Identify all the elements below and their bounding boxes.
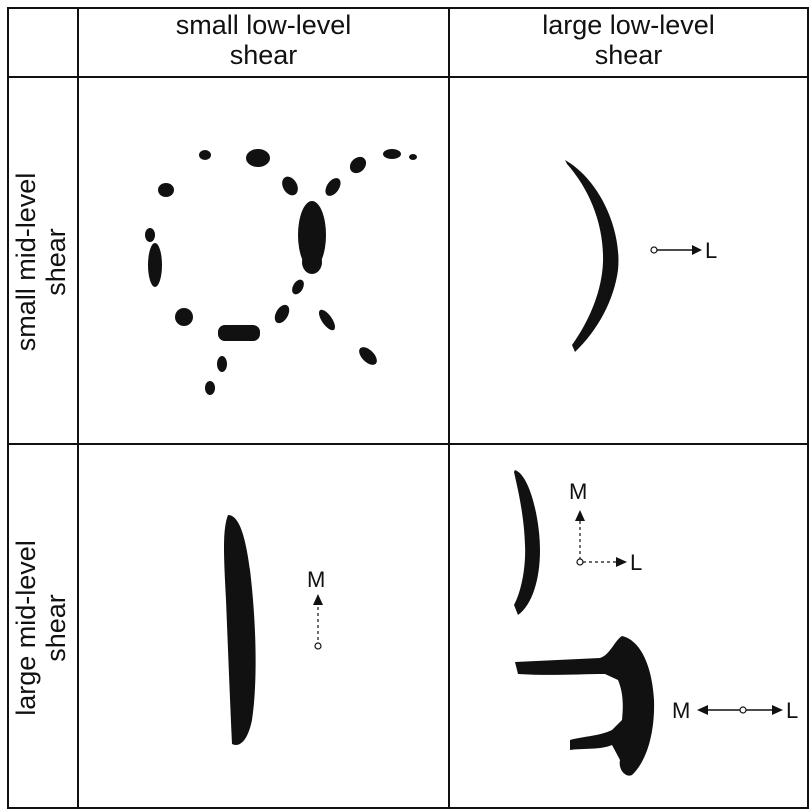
header-line: large mid-level — [11, 540, 41, 716]
header-line: shear — [41, 594, 71, 662]
vertical-echo-band — [224, 515, 256, 745]
line-echo-with-tails — [515, 636, 655, 776]
arrow-head — [616, 557, 627, 567]
storm-origin-marker — [314, 642, 322, 650]
arrow-head — [772, 705, 783, 715]
row-header-small-mid-level-shear: small mid-level shear — [11, 102, 75, 422]
header-line: small low-level — [175, 10, 352, 40]
header-line: small mid-level — [11, 172, 41, 352]
short-arc-echo-band — [514, 470, 540, 615]
table-grid — [7, 7, 809, 809]
cell-large-low-small-mid — [565, 160, 702, 352]
arrow-head — [692, 245, 702, 255]
header-line: shear — [41, 228, 71, 296]
storm-origin-marker — [576, 558, 584, 566]
curved-echo-band — [565, 160, 619, 352]
label-L: L — [786, 698, 798, 723]
arrow-head — [697, 705, 708, 715]
column-header-large-low-level-shear: large low-level shear — [449, 10, 808, 70]
row-header-large-mid-level-shear: large mid-level shear — [11, 468, 75, 788]
storm-origin-marker — [739, 706, 747, 714]
label-L: L — [705, 238, 717, 263]
arrow-head — [575, 510, 585, 521]
header-line: shear — [594, 40, 663, 70]
cell-large-large — [514, 470, 783, 776]
header-line: shear — [229, 40, 298, 70]
header-line: large low-level — [542, 10, 715, 40]
label-M: M — [307, 567, 325, 592]
cell-small-low-large-mid — [224, 515, 323, 745]
label-M: M — [569, 479, 587, 504]
arrow-head — [313, 594, 323, 605]
column-header-small-low-level-shear: small low-level shear — [78, 10, 449, 70]
cell-small-small-echoes — [145, 149, 417, 395]
storm-origin-marker — [650, 246, 658, 254]
label-M: M — [672, 698, 690, 723]
label-L: L — [630, 550, 642, 575]
